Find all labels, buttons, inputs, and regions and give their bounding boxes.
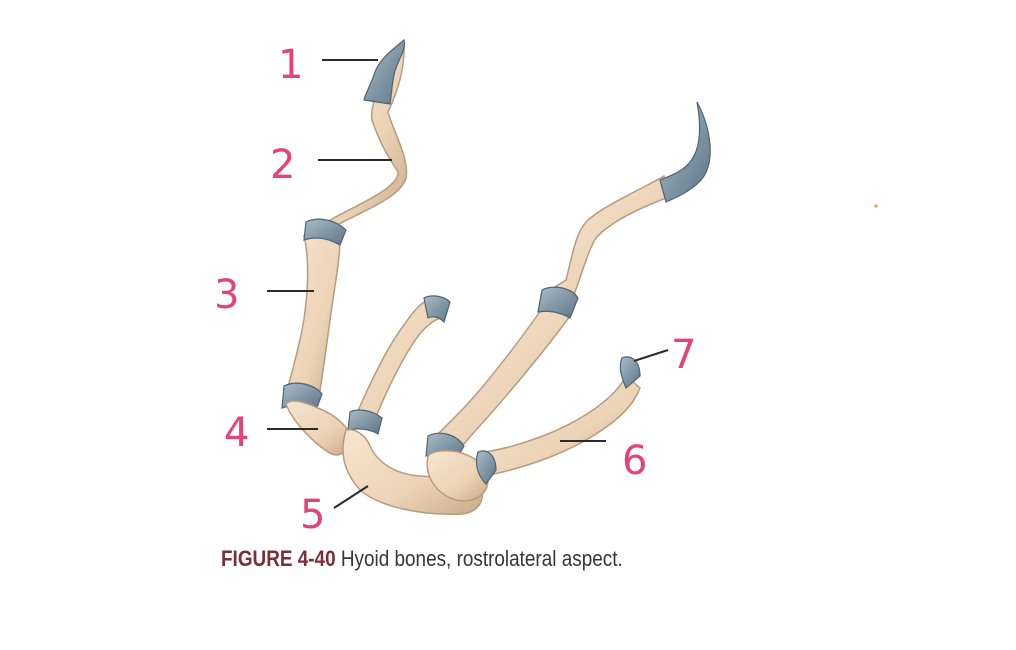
right-thyrohyoid-bone: [475, 356, 641, 485]
label-5: 5: [300, 492, 325, 538]
figure-caption-text: Hyoid bones, rostrolateral aspect.: [340, 546, 623, 571]
number-labels: 1 2 3 4 5 6 7: [214, 42, 696, 538]
leader-line-5: [333, 485, 369, 509]
figure-caption: FIGURE 4-40 Hyoid bones, rostrolateral a…: [221, 546, 623, 572]
label-7: 7: [671, 332, 696, 378]
label-6: 6: [622, 438, 647, 484]
left-epihyoid-bone: [281, 218, 347, 411]
figure-number: FIGURE 4-40: [221, 546, 336, 571]
left-thyrohyoid-bone: [347, 295, 451, 435]
label-3: 3: [214, 272, 239, 318]
leader-line-7: [633, 349, 669, 362]
left-stylohyoid-bone: [320, 38, 408, 231]
right-stylohyoid-bone: [548, 101, 711, 302]
label-4: 4: [224, 410, 249, 456]
leader-lines: [267, 59, 669, 509]
label-2: 2: [270, 142, 295, 188]
stray-dot: [874, 204, 878, 208]
label-1: 1: [278, 42, 303, 88]
left-ceratohyoid-bone: [285, 400, 353, 456]
